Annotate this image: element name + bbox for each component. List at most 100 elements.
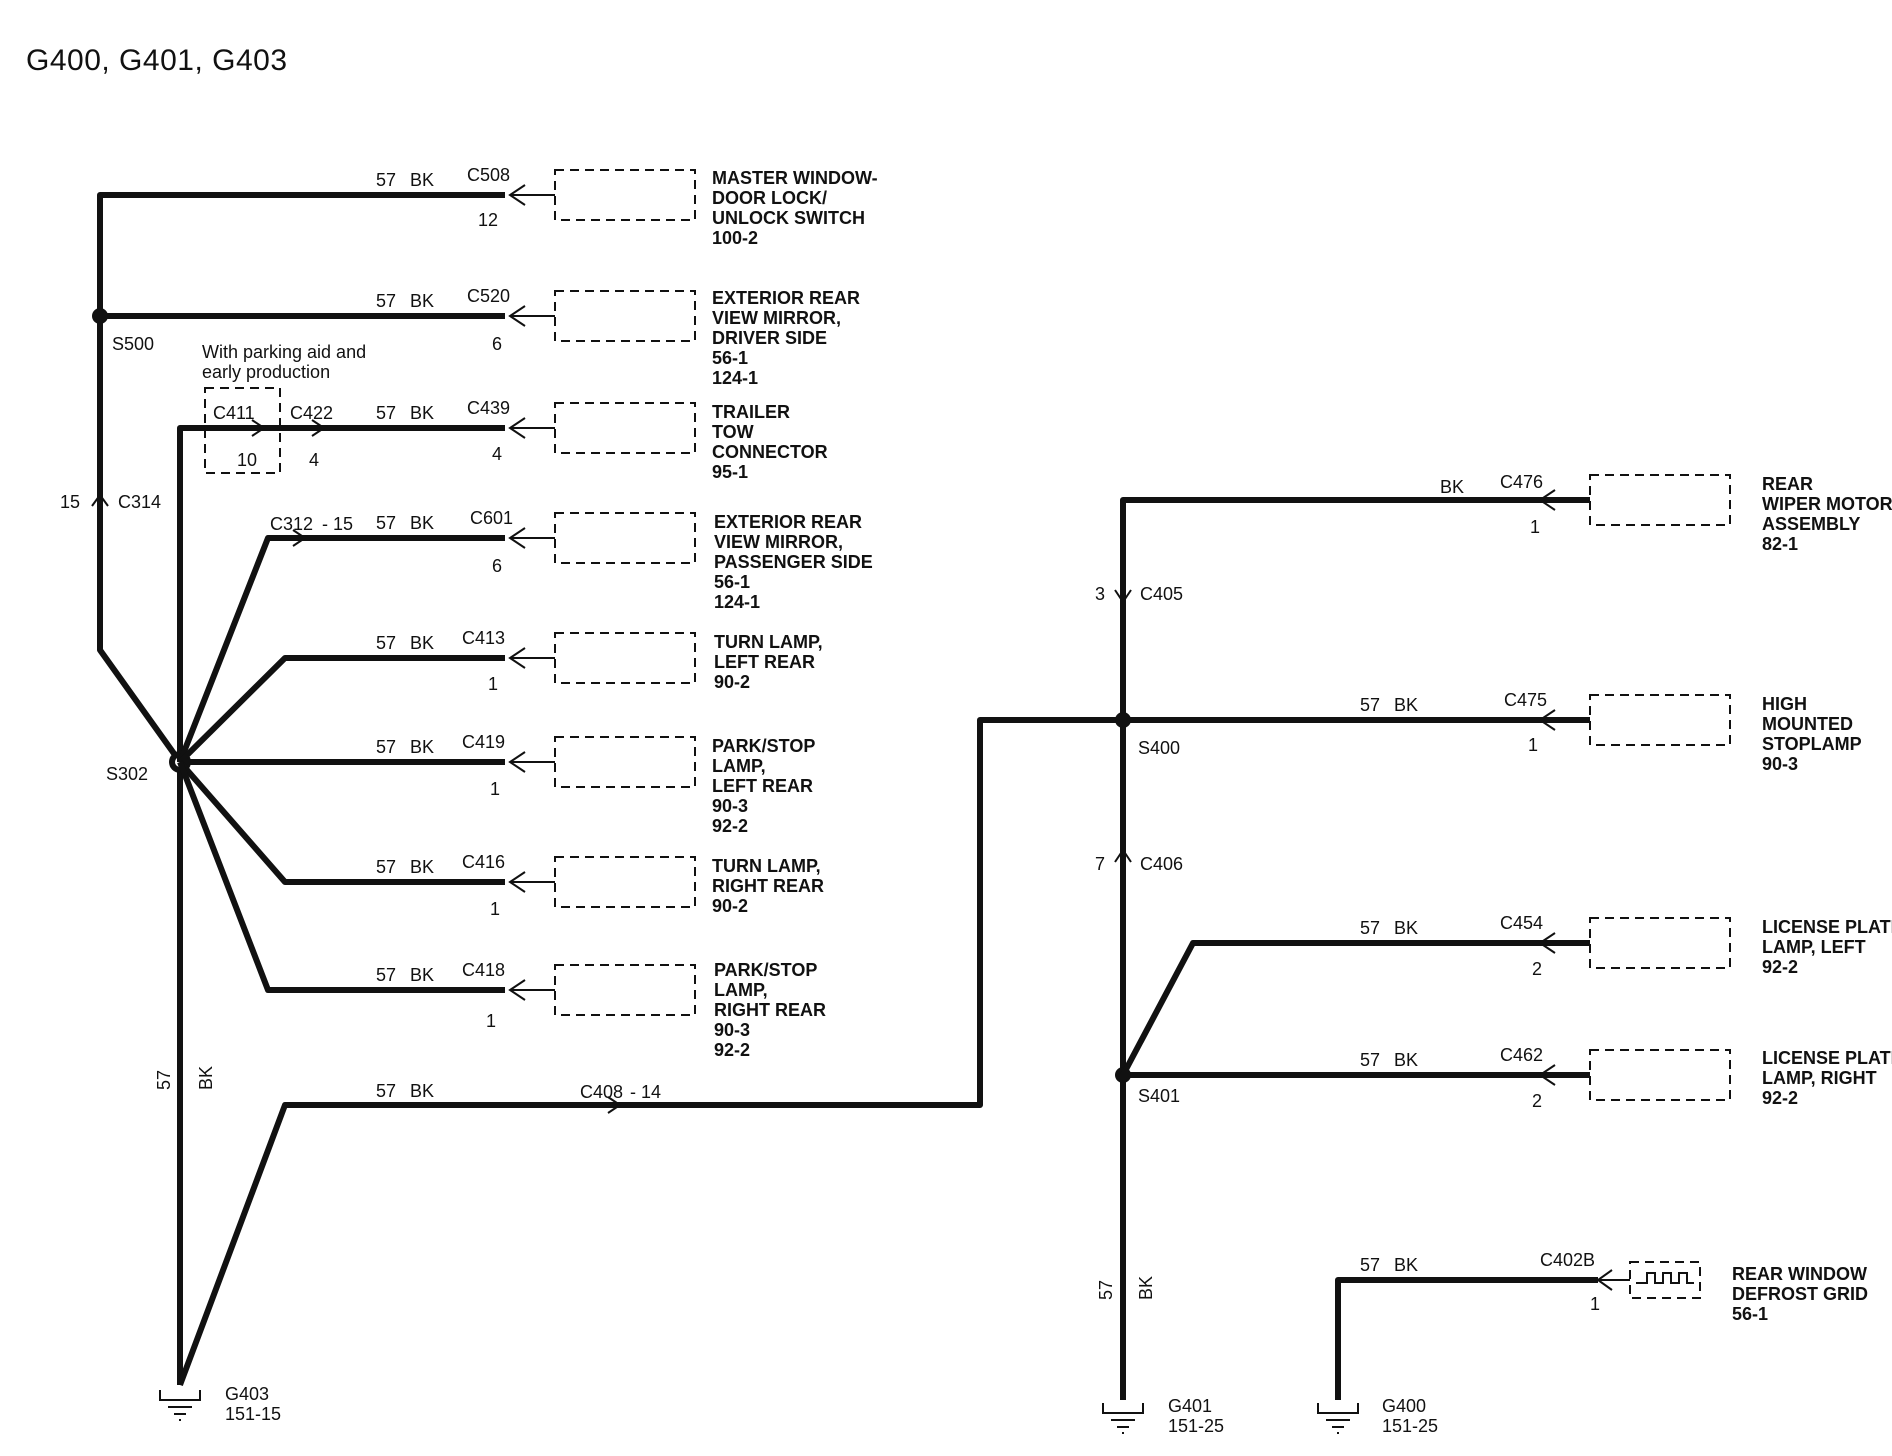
svg-text:82-1: 82-1	[1762, 534, 1798, 554]
svg-text:LEFT REAR: LEFT REAR	[714, 652, 815, 672]
svg-text:56-1: 56-1	[712, 348, 748, 368]
svg-text:UNLOCK SWITCH: UNLOCK SWITCH	[712, 208, 865, 228]
svg-text:57: 57	[376, 513, 396, 533]
svg-text:92-2: 92-2	[714, 1040, 750, 1060]
svg-text:4: 4	[492, 444, 502, 464]
svg-text:LAMP,: LAMP,	[714, 980, 768, 1000]
svg-text:C418: C418	[462, 960, 505, 980]
svg-text:C416: C416	[462, 852, 505, 872]
c408-label: C408	[580, 1082, 623, 1102]
svg-text:LEFT REAR: LEFT REAR	[712, 776, 813, 796]
svg-text:BK: BK	[410, 737, 434, 757]
svg-text:STOPLAMP: STOPLAMP	[1762, 734, 1862, 754]
svg-text:57: 57	[376, 1081, 396, 1101]
svg-text:LAMP,: LAMP,	[712, 756, 766, 776]
svg-text:BK: BK	[410, 403, 434, 423]
svg-text:57: 57	[1096, 1280, 1116, 1300]
svg-text:WIPER MOTOR: WIPER MOTOR	[1762, 494, 1892, 514]
parking-aid-note-2: early production	[202, 362, 330, 382]
svg-text:C454: C454	[1500, 913, 1543, 933]
c312-label: C312	[270, 514, 313, 534]
parking-aid-box	[204, 387, 281, 474]
svg-text:151-25: 151-25	[1382, 1416, 1438, 1436]
svg-text:BK: BK	[410, 633, 434, 653]
svg-text:MOUNTED: MOUNTED	[1762, 714, 1853, 734]
svg-text:92-2: 92-2	[712, 816, 748, 836]
c406-pin: 7	[1095, 854, 1105, 874]
svg-text:124-1: 124-1	[712, 368, 758, 388]
svg-text:REAR: REAR	[1762, 474, 1813, 494]
svg-text:PARK/STOP: PARK/STOP	[712, 736, 815, 756]
svg-text:100-2: 100-2	[712, 228, 758, 248]
svg-text:C476: C476	[1500, 472, 1543, 492]
connector-arrows-left	[91, 184, 622, 1114]
svg-text:DEFROST GRID: DEFROST GRID	[1732, 1284, 1868, 1304]
svg-text:PASSENGER SIDE: PASSENGER SIDE	[714, 552, 873, 572]
svg-text:DOOR LOCK/: DOOR LOCK/	[712, 188, 827, 208]
svg-text:C402B: C402B	[1540, 1250, 1595, 1270]
svg-text:BK: BK	[1394, 918, 1418, 938]
svg-text:LICENSE PLATE: LICENSE PLATE	[1762, 917, 1892, 937]
svg-text:ASSEMBLY: ASSEMBLY	[1762, 514, 1860, 534]
svg-text:56-1: 56-1	[1732, 1304, 1768, 1324]
svg-text:57: 57	[1360, 918, 1380, 938]
svg-text:BK: BK	[1394, 695, 1418, 715]
wire-to-c413	[177, 655, 505, 765]
splice-s401-label: S401	[1138, 1086, 1180, 1106]
svg-text:57: 57	[376, 633, 396, 653]
c314-label: C314	[118, 492, 161, 512]
svg-text:57: 57	[376, 170, 396, 190]
svg-text:HIGH: HIGH	[1762, 694, 1807, 714]
c314-pin: 15	[60, 492, 80, 512]
wire-to-c408	[177, 717, 1123, 1387]
svg-text:57: 57	[376, 291, 396, 311]
svg-text:EXTERIOR REAR: EXTERIOR REAR	[714, 512, 862, 532]
svg-text:57: 57	[376, 965, 396, 985]
svg-text:57: 57	[376, 403, 396, 423]
ground-symbols	[159, 1390, 1359, 1434]
svg-text:1: 1	[1590, 1294, 1600, 1314]
device-boxes-right	[1589, 474, 1731, 1299]
c405-pin: 3	[1095, 584, 1105, 604]
c422-label: C422	[290, 403, 333, 423]
svg-text:G401: G401	[1168, 1396, 1212, 1416]
svg-text:G403: G403	[225, 1384, 269, 1404]
svg-text:57: 57	[376, 737, 396, 757]
c411-label: C411	[213, 403, 255, 423]
wire-to-c402b	[1335, 1277, 1598, 1400]
svg-text:1: 1	[486, 1011, 496, 1031]
parking-aid-note-1: With parking aid and	[202, 342, 366, 362]
svg-text:EXTERIOR REAR: EXTERIOR REAR	[712, 288, 860, 308]
svg-text:2: 2	[1532, 959, 1542, 979]
svg-text:90-2: 90-2	[714, 672, 750, 692]
svg-text:90-3: 90-3	[712, 796, 748, 816]
svg-text:MASTER WINDOW-: MASTER WINDOW-	[712, 168, 878, 188]
svg-text:BK: BK	[410, 1081, 434, 1101]
svg-text:BK: BK	[1394, 1255, 1418, 1275]
svg-text:57: 57	[1360, 1255, 1380, 1275]
splice-s400-label: S400	[1138, 738, 1180, 758]
splice-s500-label: S500	[112, 334, 154, 354]
c406-label: C406	[1140, 854, 1183, 874]
svg-text:DRIVER SIDE: DRIVER SIDE	[712, 328, 827, 348]
c405-label: C405	[1140, 584, 1183, 604]
svg-text:90-3: 90-3	[1762, 754, 1798, 774]
svg-text:BK: BK	[1440, 477, 1464, 497]
svg-text:BK: BK	[196, 1066, 216, 1090]
svg-text:151-25: 151-25	[1168, 1416, 1224, 1436]
svg-text:C419: C419	[462, 732, 505, 752]
svg-text:BK: BK	[1136, 1276, 1156, 1300]
svg-text:C439: C439	[467, 398, 510, 418]
diagram-title: G400, G401, G403	[26, 44, 288, 77]
svg-text:TOW: TOW	[712, 422, 754, 442]
svg-text:VIEW MIRROR,: VIEW MIRROR,	[714, 532, 843, 552]
c408-pin: - 14	[630, 1082, 661, 1102]
svg-text:124-1: 124-1	[714, 592, 760, 612]
ground-labels: G403 151-15 G401 151-25 G400 151-25	[225, 1384, 1438, 1436]
wire-to-c416	[177, 760, 505, 885]
svg-text:PARK/STOP: PARK/STOP	[714, 960, 817, 980]
svg-text:C462: C462	[1500, 1045, 1543, 1065]
svg-text:151-15: 151-15	[225, 1404, 281, 1424]
svg-text:92-2: 92-2	[1762, 1088, 1798, 1108]
